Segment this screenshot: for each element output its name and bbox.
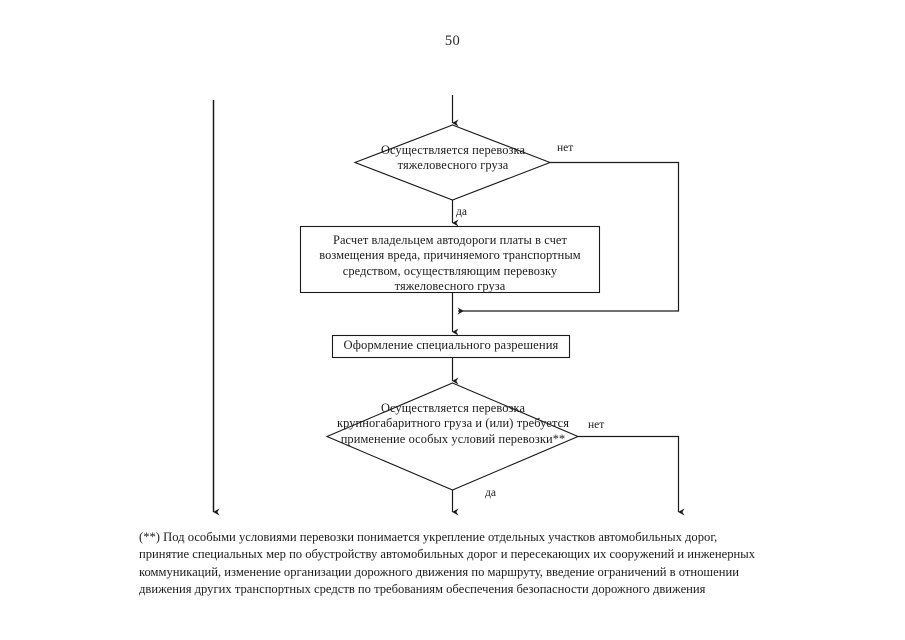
edge-label-yes-decision1: да <box>456 206 467 218</box>
footnote-line: движения других транспортных средств по … <box>139 581 706 596</box>
edge-decision1-no <box>457 161 680 315</box>
footnote-line: коммуникаций, изменение организации доро… <box>139 564 739 579</box>
footnote-block: (**) Под особыми условиями перевозки пон… <box>139 529 775 598</box>
process1-label: Расчет владельцем автодороги платы в сче… <box>319 233 581 294</box>
edge-label-no-decision1: нет <box>557 142 574 154</box>
process2-label: Оформление специального разрешения <box>343 338 559 352</box>
footnote-line: (**) Под особыми условиями перевозки пон… <box>139 530 718 544</box>
decision2-label: Осуществляется перевозка крупногабаритно… <box>336 401 570 446</box>
edge-label-yes-decision2: да <box>485 487 496 499</box>
page-number: 50 <box>444 33 461 49</box>
edge-label-no-decision2: нет <box>588 419 605 431</box>
footnote-line: принятие специальных мер по обустройству… <box>139 547 756 562</box>
process2-shape <box>331 334 571 359</box>
decision1-label: Осуществляется перевозка тяжеловесного г… <box>380 143 526 173</box>
edge-decision2-no <box>578 435 685 516</box>
process1-shape <box>299 225 601 294</box>
